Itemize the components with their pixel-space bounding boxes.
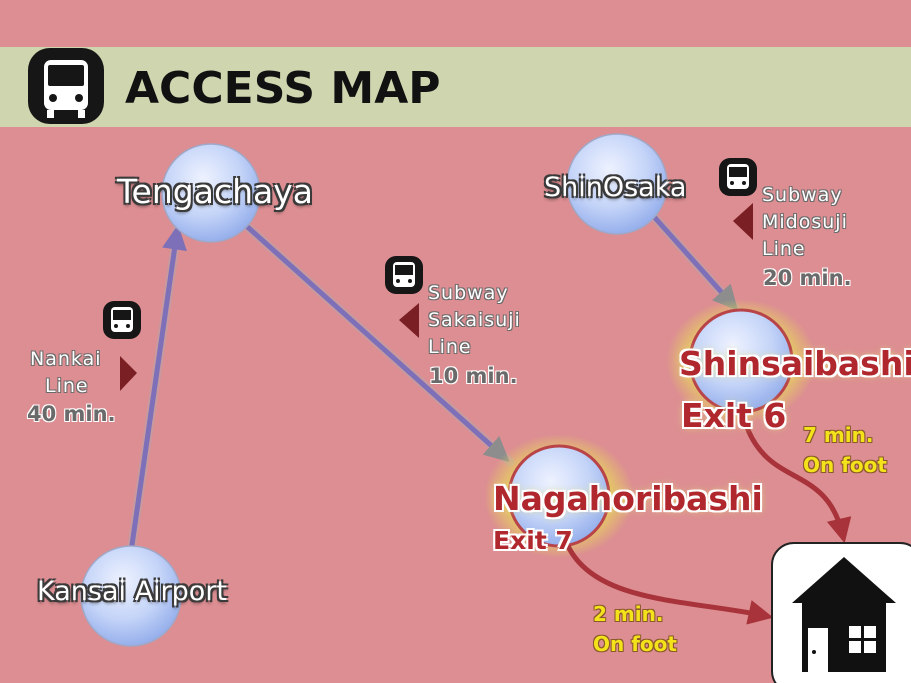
walk-nagahoribashi-info: 2 min. On foot: [593, 599, 677, 659]
nankai-line-word1: Nankai: [30, 348, 102, 370]
midosuji-line-word1: Subway: [762, 184, 843, 206]
nagahoribashi-label: Nagahoribashi: [493, 479, 763, 518]
train-icon: [28, 48, 104, 124]
nankai-line-track: [126, 221, 187, 557]
midosuji-label-pointer: [733, 203, 753, 240]
shinsaibashi-station: [688, 308, 794, 414]
nankai-label-pointer: [120, 356, 137, 391]
walk-nagahoribashi-mode: On foot: [593, 632, 677, 656]
sakaisuji-line-word2: Sakaisuji: [428, 309, 521, 331]
kansai-airport-station: [80, 545, 182, 647]
sakaisuji-line-name: Subway Sakaisuji Line: [428, 280, 521, 361]
page-title: ACCESS MAP: [125, 63, 441, 114]
kansai-airport-label: Kansai Airport: [37, 576, 228, 607]
sakaisuji-line-word3: Line: [428, 336, 472, 358]
walk-shinsaibashi-time: 7 min.: [803, 423, 874, 447]
midosuji-line-time: 20 min.: [763, 266, 852, 290]
sakaisuji-label-pointer: [399, 303, 419, 338]
shinsaibashi-exit-label: Exit 6: [681, 396, 787, 435]
train-icon-sakaisuji: [385, 256, 423, 294]
nagahoribashi-exit-label: Exit 7: [493, 526, 573, 555]
header-band: [0, 47, 911, 127]
sakaisuji-line-word1: Subway: [428, 282, 509, 304]
midosuji-line-name: Subway Midosuji Line: [762, 182, 848, 263]
sakaisuji-line-track: [237, 217, 515, 467]
midosuji-line-word2: Midosuji: [762, 211, 848, 233]
house-icon: [771, 542, 911, 683]
train-icon-midosuji: [719, 158, 757, 196]
walk-route-nagahoribashi: [565, 544, 774, 625]
midosuji-line-word3: Line: [762, 238, 806, 260]
train-icon-nankai: [103, 301, 141, 339]
tengachaya-station: [161, 143, 261, 243]
shinosaka-station: [566, 133, 668, 235]
walk-nagahoribashi-time: 2 min.: [593, 602, 664, 626]
walk-shinsaibashi-mode: On foot: [803, 453, 887, 477]
walk-shinsaibashi-info: 7 min. On foot: [803, 420, 887, 480]
nankai-line-time: 40 min.: [27, 402, 116, 426]
nagahoribashi-station: [507, 444, 611, 548]
nankai-line-word2: Line: [45, 375, 89, 397]
shinosaka-label: ShinOsaka: [544, 172, 687, 203]
tengachaya-label: Tengachaya: [117, 172, 313, 211]
walk-route-shinsaibashi: [742, 421, 852, 544]
shinsaibashi-label: Shinsaibashi: [679, 344, 911, 383]
midosuji-line-track: [643, 205, 743, 316]
sakaisuji-line-time: 10 min.: [429, 364, 518, 388]
nankai-line-name: Nankai Line: [30, 346, 102, 400]
